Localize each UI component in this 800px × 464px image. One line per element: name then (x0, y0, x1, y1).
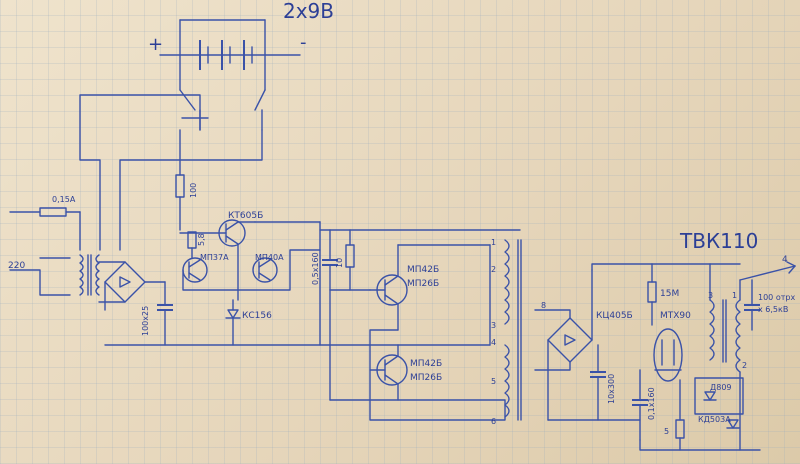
switch-pair (179, 89, 266, 131)
lamp-label: МТХ90 (660, 311, 691, 321)
cap-input-label: 100х25 (141, 306, 150, 336)
lower-loop-wire (329, 329, 506, 421)
resistor-100-label: 100 (189, 183, 198, 198)
battery-symbol (159, 19, 301, 91)
tvk-output-cap (744, 279, 760, 331)
minus-label: - (300, 32, 307, 53)
tr-pin-6: 6 (491, 417, 496, 426)
tr-pin-2: 2 (491, 265, 496, 274)
fuse-label: 0,15А (52, 195, 76, 204)
transistor-lower (369, 344, 408, 401)
transistor-mp40a (252, 257, 278, 283)
t4a-label: МП42Б (410, 359, 442, 369)
lamp-mtx90 (653, 328, 683, 382)
diode-box (694, 377, 744, 429)
title-voltage-label: 2х9В (283, 0, 334, 23)
t4b-label: МП26Б (410, 373, 442, 383)
kc156-label: КС156 (242, 311, 272, 321)
cap-tvk-label: 100 отрх (758, 293, 795, 302)
t3b-label: МП26Б (407, 279, 439, 289)
tvk-pin-3: 3 (708, 291, 713, 300)
tr-pin-5: 5 (491, 377, 496, 386)
mid-wire (182, 249, 321, 291)
resistor-5-8-label: 5,8 (197, 233, 206, 246)
resistor-5 (675, 379, 685, 451)
resistor-15m (647, 263, 657, 326)
transistor-upper (369, 244, 491, 331)
input-transformer (79, 254, 100, 296)
resistor-5-8 (187, 231, 197, 259)
resistor-10 (329, 229, 371, 291)
main-transformer (504, 239, 522, 421)
left-loop-wire (79, 94, 201, 251)
bridge-rectifier-right (534, 269, 593, 421)
r-5-label: 5 (664, 427, 669, 436)
plus-label: + (148, 34, 163, 55)
mp40a-label: МП40А (255, 253, 284, 262)
mains-label: 220 (8, 261, 25, 271)
cap-01x160-label: 0,1х160 (647, 387, 656, 420)
resistor-10-label: 10 (335, 258, 344, 268)
cap-10x300-label: 10х300 (607, 374, 616, 404)
cap-05x160 (322, 229, 338, 291)
diode-box-label: Д809 (710, 383, 732, 392)
tr-pin-4: 4 (491, 338, 496, 347)
r-15m-label: 15М (660, 289, 679, 299)
tvk-pin-2: 2 (742, 361, 747, 370)
kt605b-label: КТ605Б (228, 211, 263, 221)
hv-top-wire (591, 263, 741, 271)
fuse-symbol (9, 207, 81, 251)
mains-wire (9, 269, 71, 296)
zener-kc156 (225, 299, 241, 346)
bridge-label: КЦ405Б (596, 311, 633, 321)
antenna-label: 4 (782, 255, 788, 265)
transistor-kt605b (179, 219, 321, 247)
diode-box-label-2: КД503А (698, 415, 731, 424)
t3a-label: МП42Б (407, 265, 439, 275)
cap-01x160 (632, 369, 648, 441)
cap-8-label: 8 (541, 301, 546, 310)
tvk-ground-wire (639, 439, 761, 451)
cap-mid-label: 0,5х160 (311, 252, 320, 285)
output-arrow (739, 261, 796, 281)
tvk-title: ТВК110 (679, 229, 758, 253)
cap-tvk-label-2: х 6,5кВ (758, 305, 788, 314)
tvk-transformer (709, 263, 741, 451)
left-loop-wire-2 (119, 129, 263, 251)
cap-10x300 (590, 344, 606, 421)
input-capacitor (157, 281, 173, 346)
tr-pin-3: 3 (491, 321, 496, 330)
tvk-pin-1: 1 (732, 291, 737, 300)
tr-pin-1: 1 (491, 238, 496, 247)
resistor-100 (175, 129, 185, 231)
mp37a-label: МП37А (200, 253, 229, 262)
bridge-rectifier-left (98, 261, 166, 311)
